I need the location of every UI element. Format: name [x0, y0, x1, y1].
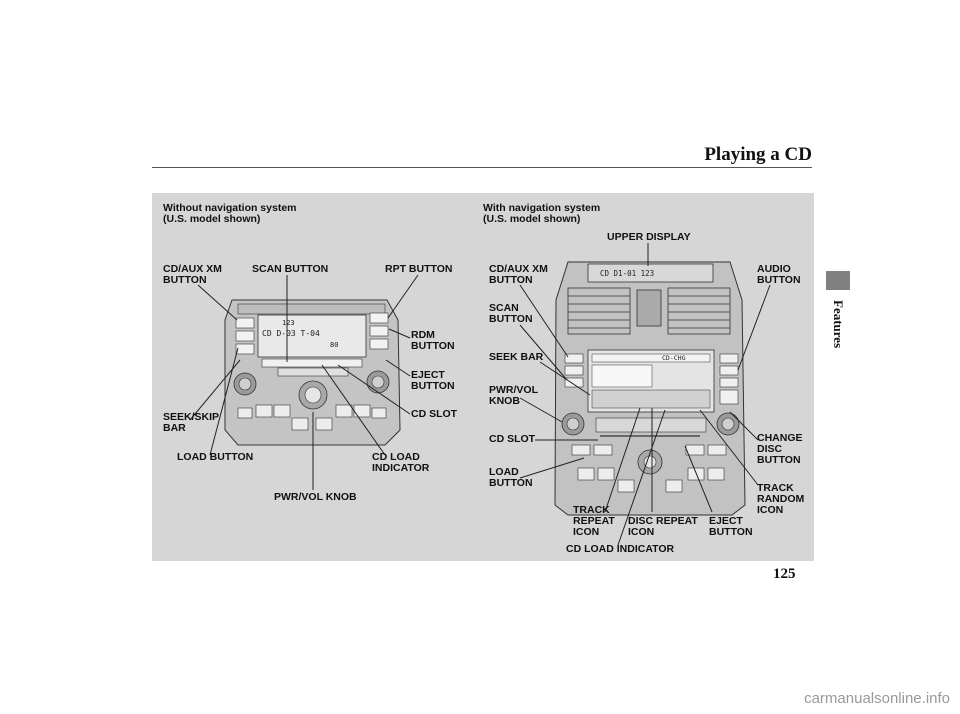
label-track-random-icon: TRACK RANDOM ICON	[757, 482, 805, 516]
label-seek-skip-bar: SEEK/SKIP BAR	[163, 411, 220, 434]
right-screen-text: CD-CHG	[662, 354, 686, 362]
label-cd-aux-button: CD/AUX XM BUTTON	[163, 263, 222, 286]
label-upper-display: UPPER DISPLAY	[607, 231, 691, 243]
watermark: carmanualsonline.info	[804, 690, 950, 707]
right-upper-display-text: CD D1-01 123	[600, 269, 654, 278]
label-cd-load-indicator-nav: CD LOAD INDICATOR	[566, 543, 675, 555]
label-cd-slot: CD SLOT	[411, 408, 458, 420]
left-display-line3: 80	[330, 341, 338, 349]
right-panel-heading: With navigation system (U.S. model shown…	[483, 202, 601, 225]
left-leader-lines	[189, 274, 419, 490]
label-cd-aux-button-nav: CD/AUX XM BUTTON	[489, 263, 548, 286]
left-display-line1: 123	[282, 319, 295, 327]
label-scan-button-nav: SCAN BUTTON	[489, 302, 533, 325]
label-audio-button: AUDIO BUTTON	[757, 263, 801, 286]
label-seek-bar: SEEK BAR	[489, 351, 544, 363]
label-eject-button-nav: EJECT BUTTON	[709, 515, 753, 538]
label-scan-button: SCAN BUTTON	[252, 263, 329, 275]
right-leader-lines	[519, 243, 771, 546]
label-pwr-vol-knob: PWR/VOL KNOB	[274, 491, 357, 503]
page-number: 125	[773, 566, 796, 582]
label-rdm-button: RDM BUTTON	[411, 329, 455, 352]
label-change-disc-button: CHANGE DISC BUTTON	[757, 432, 803, 466]
label-load-button: LOAD BUTTON	[177, 451, 254, 463]
left-panel-heading: Without navigation system (U.S. model sh…	[163, 202, 297, 225]
left-audio-unit	[224, 299, 401, 446]
label-disc-repeat-icon: DISC REPEAT ICON	[628, 515, 698, 538]
label-rpt-button: RPT BUTTON	[385, 263, 453, 275]
header-rule	[152, 167, 812, 168]
right-audio-unit	[554, 261, 746, 516]
left-display-line2: CD D-03 T-04	[262, 329, 320, 338]
label-cd-slot-nav: CD SLOT	[489, 433, 536, 445]
label-track-repeat-icon: TRACK REPEAT ICON	[573, 504, 615, 538]
label-load-button-nav: LOAD BUTTON	[489, 466, 533, 489]
label-eject-button: EJECT BUTTON	[411, 369, 455, 392]
label-cd-load-indicator: CD LOAD INDICATOR	[372, 451, 430, 474]
label-pwr-vol-knob-nav: PWR/VOL KNOB	[489, 384, 538, 407]
section-tab-marker	[826, 271, 850, 290]
page-title: Playing a CD	[704, 144, 812, 165]
